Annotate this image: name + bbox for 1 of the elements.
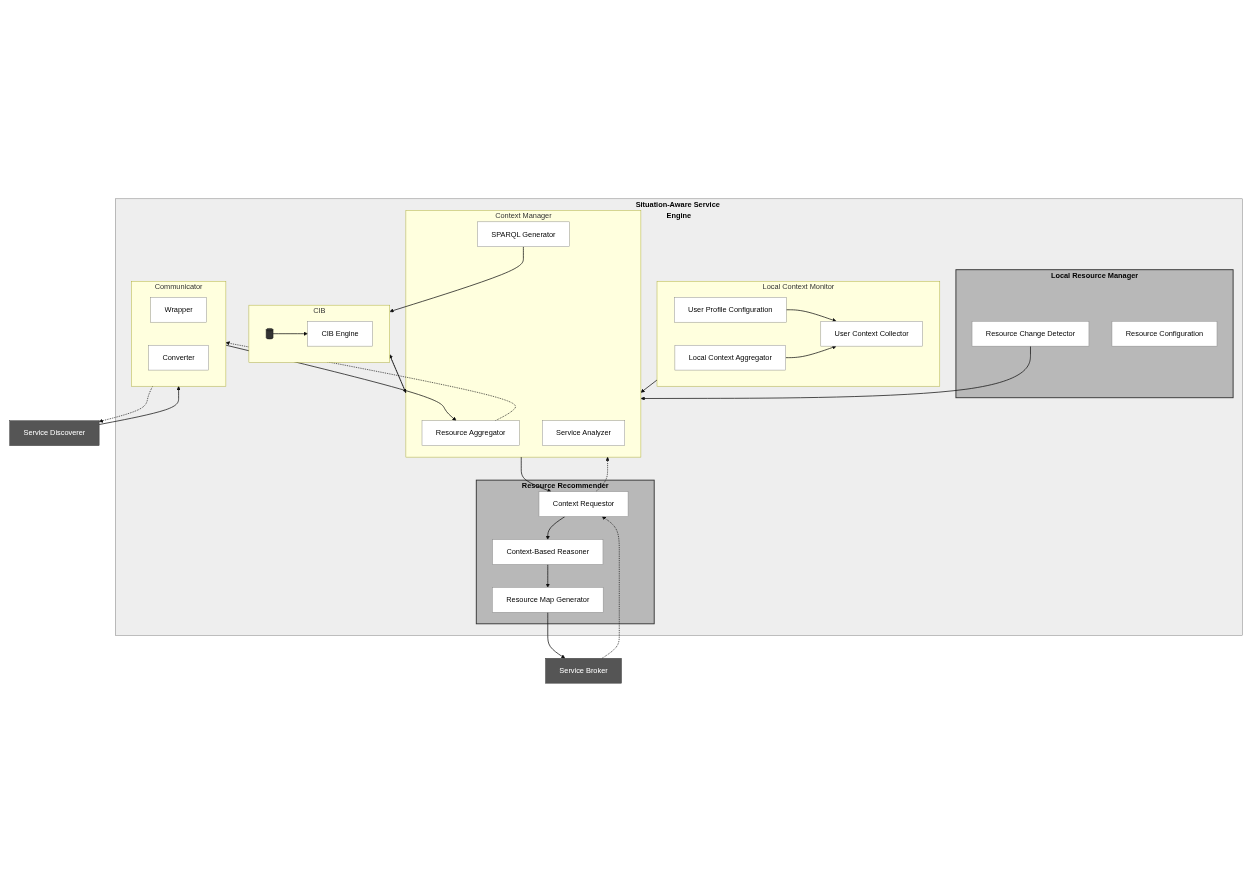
node-cylinder <box>265 328 274 340</box>
